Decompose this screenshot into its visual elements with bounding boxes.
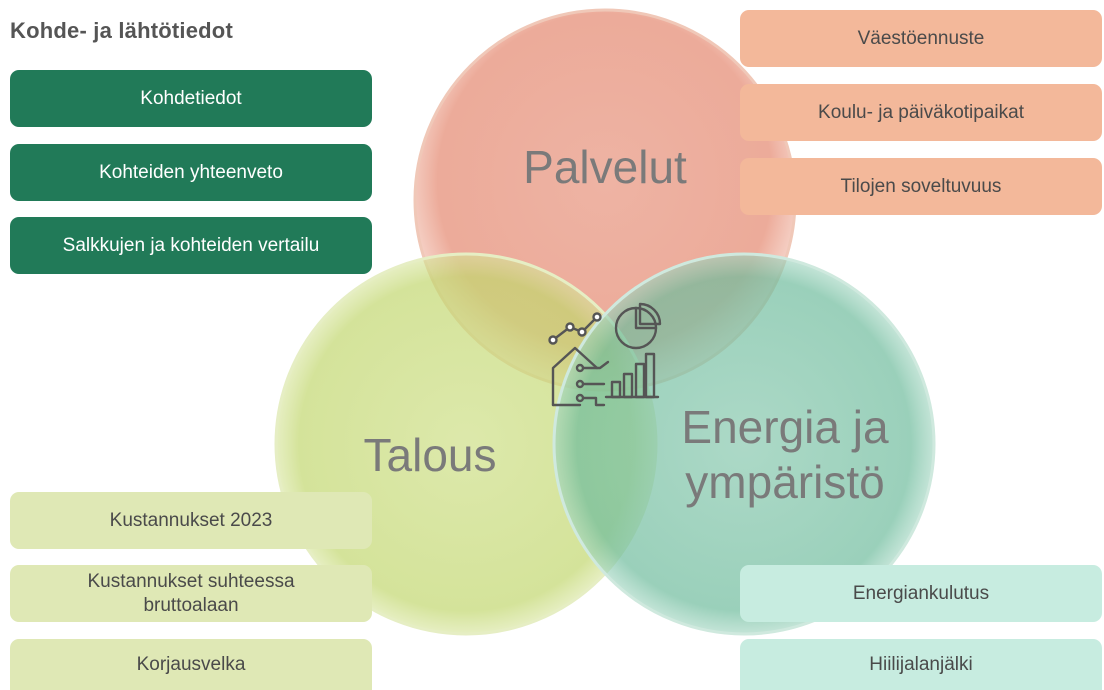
button-energiankulutus[interactable]: Energiankulutus <box>740 565 1102 622</box>
button-kustannukset-bruttoala[interactable]: Kustannukset suhteessa bruttoalaan <box>10 565 372 622</box>
label-economy: Talous <box>363 429 497 481</box>
button-tilojen-soveltuvuus[interactable]: Tilojen soveltuvuus <box>740 158 1102 215</box>
button-hiilijalanjalki[interactable]: Hiilijalanjälki <box>740 639 1102 690</box>
button-kustannukset-2023[interactable]: Kustannukset 2023 <box>10 492 372 549</box>
button-korjausvelka[interactable]: Korjausvelka <box>10 639 372 690</box>
button-koulu-paivakotipaikat[interactable]: Koulu- ja päiväkotipaikat <box>740 84 1102 141</box>
label-services: Palvelut <box>523 141 687 193</box>
button-kohdetiedot[interactable]: Kohdetiedot <box>10 70 372 127</box>
house-chart-icon <box>548 302 662 407</box>
button-salkkujen-vertailu[interactable]: Salkkujen ja kohteiden vertailu <box>10 217 372 274</box>
circle-energy <box>552 252 936 636</box>
section-title: Kohde- ja lähtötiedot <box>10 18 233 43</box>
button-vaestoennuste[interactable]: Väestöennuste <box>740 10 1102 67</box>
label-energy-text: Energia ja ympäristö <box>681 401 889 509</box>
button-kohteiden-yhteenveto[interactable]: Kohteiden yhteenveto <box>10 144 372 201</box>
label-energy: Energia ja ympäristö <box>655 400 915 510</box>
